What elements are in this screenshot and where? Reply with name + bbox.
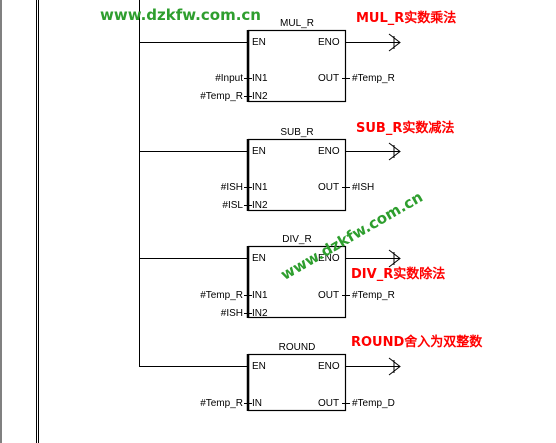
block-title-sub-r: SUB_R bbox=[280, 127, 314, 138]
out-label: OUT bbox=[318, 290, 340, 301]
in2-label: IN2 bbox=[252, 91, 268, 102]
in1-label: IN1 bbox=[252, 182, 268, 193]
coil-arrow-icon bbox=[388, 33, 401, 52]
in1-operand[interactable]: #Temp_R bbox=[200, 290, 243, 301]
eno-label: ENO bbox=[318, 146, 340, 157]
out-operand[interactable]: #Temp_D bbox=[352, 398, 395, 409]
en-label: EN bbox=[252, 146, 266, 157]
block-div-r[interactable] bbox=[139, 245, 401, 319]
coil-arrow-icon bbox=[388, 249, 401, 268]
in1-operand[interactable]: #Input bbox=[215, 73, 243, 84]
note-div-r: DIV_R实数除法 bbox=[351, 267, 446, 282]
eno-label: ENO bbox=[318, 37, 340, 48]
block-box bbox=[247, 29, 347, 103]
coil-arrow-icon bbox=[388, 357, 401, 376]
out-operand[interactable]: #ISH bbox=[352, 182, 375, 193]
in1-label: IN1 bbox=[252, 73, 268, 84]
in2-operand[interactable]: #Temp_R bbox=[200, 91, 243, 102]
out-label: OUT bbox=[318, 73, 340, 84]
in2-operand[interactable]: #ISH bbox=[220, 308, 243, 319]
block-box bbox=[247, 353, 347, 412]
note-round: ROUND舍入为双整数 bbox=[351, 335, 483, 350]
note-mul-r: MUL_R实数乘法 bbox=[356, 11, 457, 26]
in1-label: IN1 bbox=[252, 290, 268, 301]
note-sub-r: SUB_R实数减法 bbox=[356, 121, 455, 136]
in2-label: IN2 bbox=[252, 200, 268, 211]
block-round[interactable] bbox=[139, 353, 401, 412]
en-label: EN bbox=[252, 253, 266, 264]
eno-label: ENO bbox=[318, 253, 340, 264]
block-mul-r[interactable] bbox=[139, 29, 401, 103]
out-operand[interactable]: #Temp_R bbox=[352, 290, 395, 301]
eno-label: ENO bbox=[318, 361, 340, 372]
in1-operand[interactable]: #ISH bbox=[220, 182, 243, 193]
block-sub-r[interactable] bbox=[139, 138, 401, 212]
watermark-top: www.dzkfw.com.cn bbox=[100, 6, 261, 24]
pin-stubs bbox=[244, 78, 350, 404]
in-label: IN bbox=[252, 398, 262, 409]
en-label: EN bbox=[252, 37, 266, 48]
block-box bbox=[247, 245, 347, 319]
out-label: OUT bbox=[318, 398, 340, 409]
in-operand[interactable]: #Temp_R bbox=[200, 398, 243, 409]
block-title-mul-r: MUL_R bbox=[280, 18, 314, 29]
en-label: EN bbox=[252, 361, 266, 372]
out-label: OUT bbox=[318, 182, 340, 193]
in2-label: IN2 bbox=[252, 308, 268, 319]
block-title-round: ROUND bbox=[278, 342, 316, 353]
out-operand[interactable]: #Temp_R bbox=[352, 73, 395, 84]
in2-operand[interactable]: #ISL bbox=[222, 200, 243, 211]
block-title-div-r: DIV_R bbox=[282, 234, 312, 245]
coil-arrow-icon bbox=[388, 142, 401, 161]
